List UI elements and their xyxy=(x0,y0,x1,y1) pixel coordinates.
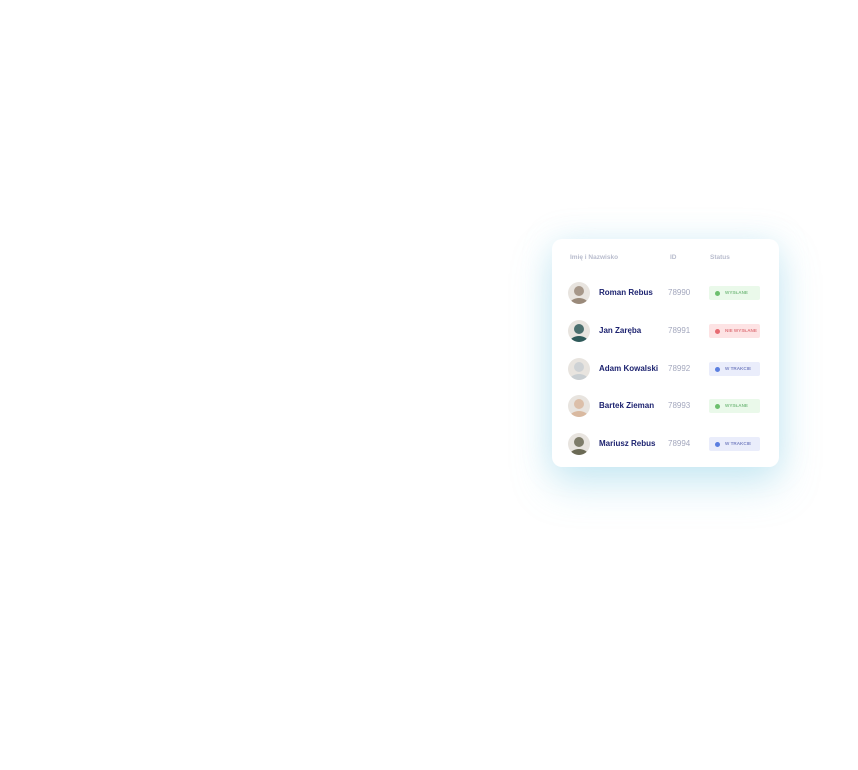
status-label: NIE WYSŁANE xyxy=(725,328,757,333)
row-name: Bartek Zieman xyxy=(599,401,655,410)
status-badge: WYSŁANE xyxy=(709,399,760,413)
table-row[interactable]: Roman Rebus 78990 WYSŁANE xyxy=(552,281,779,305)
status-badge: W TRAKCIE xyxy=(709,362,760,376)
header-name: Imię i Nazwisko xyxy=(570,254,619,261)
row-name: Adam Kowalski xyxy=(599,364,659,373)
table-row[interactable]: Adam Kowalski 78992 W TRAKCIE xyxy=(552,357,779,381)
status-dot-icon xyxy=(715,441,720,447)
status-dot-icon xyxy=(715,403,720,409)
row-name: Jan Zaręba xyxy=(599,326,642,335)
status-dot-icon xyxy=(715,290,720,296)
status-label: W TRAKCIE xyxy=(725,366,752,371)
status-dot-icon xyxy=(715,328,720,334)
table-row[interactable]: Bartek Zieman 78993 WYSŁANE xyxy=(552,394,779,418)
avatar xyxy=(568,282,590,304)
status-label: W TRAKCIE xyxy=(725,441,752,446)
row-id: 78992 xyxy=(668,364,691,373)
status-badge: NIE WYSŁANE xyxy=(709,324,760,338)
avatar xyxy=(568,433,590,455)
avatar xyxy=(568,358,590,380)
header-status: Status xyxy=(710,254,730,261)
row-id: 78990 xyxy=(668,288,691,297)
row-name: Roman Rebus xyxy=(599,288,653,297)
table-row[interactable]: Jan Zaręba 78991 NIE WYSŁANE xyxy=(552,319,779,343)
header-id: ID xyxy=(670,254,677,261)
recipients-table-card: Imię i Nazwisko ID Status Roman Rebus 78… xyxy=(552,239,779,467)
table-row[interactable]: Mariusz Rebus 78994 W TRAKCIE xyxy=(552,432,779,456)
status-label: WYSŁANE xyxy=(725,290,748,295)
status-label: WYSŁANE xyxy=(725,403,748,408)
row-name: Mariusz Rebus xyxy=(599,439,656,448)
avatar xyxy=(568,320,590,342)
status-badge: W TRAKCIE xyxy=(709,437,760,451)
row-id: 78991 xyxy=(668,326,691,335)
row-id: 78994 xyxy=(668,439,691,448)
status-badge: WYSŁANE xyxy=(709,286,760,300)
status-dot-icon xyxy=(715,366,720,372)
row-id: 78993 xyxy=(668,401,691,410)
avatar xyxy=(568,395,590,417)
